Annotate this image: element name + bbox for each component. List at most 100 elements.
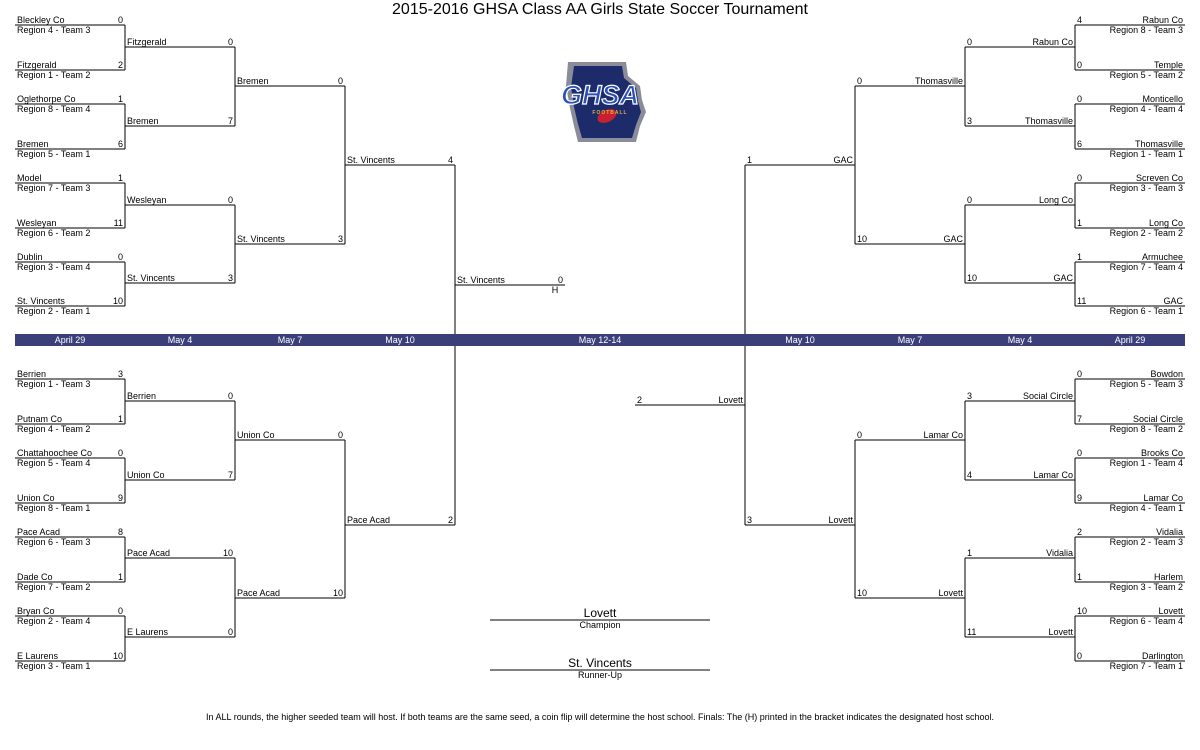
team-name: Berrien [17,369,46,379]
host-marker: H [552,285,559,295]
round-date: May 10 [385,335,415,345]
team-name: Thomasville [1025,116,1073,126]
team-name: Wesleyan [17,218,56,228]
team-score: 11 [114,218,123,228]
team-name: Bowdon [1150,369,1183,379]
team-seed: Region 6 - Team 3 [17,537,90,547]
team-name: Rabun Co [1032,37,1073,47]
team-seed: Region 5 - Team 3 [1110,379,1183,389]
footnote: In ALL rounds, the higher seeded team wi… [206,712,994,722]
team-score: 7 [228,470,233,480]
team-name: Monticello [1142,94,1183,104]
team-name: Darlington [1142,651,1183,661]
football-icon [597,109,617,123]
team-seed: Region 2 - Team 3 [1110,537,1183,547]
team-seed: Region 2 - Team 4 [17,616,90,626]
team-name: Social Circle [1133,414,1183,424]
team-name: Union Co [127,470,165,480]
ghsa-logo: GHSA FOOTBALL [528,56,672,146]
team-seed: Region 3 - Team 1 [17,661,90,671]
team-score: 0 [1077,60,1082,70]
team-seed: Region 4 - Team 4 [1110,104,1183,114]
team-seed: Region 4 - Team 1 [1110,503,1183,513]
team-name: Lovett [1048,627,1073,637]
team-name: Harlem [1154,572,1183,582]
team-score: 4 [967,470,972,480]
champion-label: Champion [579,620,620,630]
team-seed: Region 7 - Team 4 [1110,262,1183,272]
round-date: May 7 [278,335,303,345]
team-score: 0 [967,195,972,205]
team-name: Fitzgerald [17,60,57,70]
team-name: Social Circle [1023,391,1073,401]
team-seed: Region 1 - Team 1 [1110,149,1183,159]
team-score: 9 [1077,493,1082,503]
team-name: Brooks Co [1141,448,1183,458]
team-seed: Region 1 - Team 2 [17,70,90,80]
team-name: GAC [943,234,963,244]
round-date-bar [15,334,1185,346]
team-name: Rabun Co [1142,15,1183,25]
team-seed: Region 3 - Team 2 [1110,582,1183,592]
team-name: Vidalia [1156,527,1183,537]
team-name: Bryan Co [17,606,55,616]
round-date: May 7 [898,335,923,345]
team-name: Berrien [127,391,156,401]
team-score: 0 [1077,173,1082,183]
team-score: 1 [118,572,123,582]
team-score: 10 [967,273,977,283]
team-seed: Region 3 - Team 3 [1110,183,1183,193]
team-score: 8 [118,527,123,537]
team-score: 3 [338,234,343,244]
runner-up-name: St. Vincents [568,656,632,670]
team-score: 1 [1077,252,1082,262]
team-name: E Laurens [127,627,169,637]
team-score: 4 [448,155,453,165]
finalist-score: 0 [558,275,563,285]
team-score: 1 [967,548,972,558]
team-score: 0 [857,76,862,86]
team-score: 0 [228,37,233,47]
team-seed: Region 5 - Team 2 [1110,70,1183,80]
team-score: 1 [1077,218,1082,228]
team-score: 10 [1077,606,1087,616]
team-seed: Region 8 - Team 4 [17,104,90,114]
team-seed: Region 5 - Team 4 [17,458,90,468]
team-seed: Region 7 - Team 2 [17,582,90,592]
finalist-name: Lovett [718,395,743,405]
team-score: 0 [967,37,972,47]
team-name: GAC [1163,296,1183,306]
team-score: 10 [333,588,343,598]
team-name: Armuchee [1142,252,1183,262]
team-name: Model [17,173,42,183]
team-score: 1 [747,155,752,165]
team-seed: Region 4 - Team 2 [17,424,90,434]
team-name: St. Vincents [17,296,65,306]
team-name: Bremen [17,139,49,149]
round-date: May 10 [785,335,815,345]
team-name: E Laurens [17,651,59,661]
round-date: May 4 [1008,335,1033,345]
team-name: Pace Acad [237,588,280,598]
team-score: 0 [118,15,123,25]
team-score: 1 [118,173,123,183]
champion-name: Lovett [584,606,617,620]
team-name: Oglethorpe Co [17,94,76,104]
team-score: 10 [857,234,867,244]
logo-text: GHSA [561,80,639,110]
team-name: Lamar Co [1033,470,1073,480]
team-name: Lovett [828,515,853,525]
team-score: 6 [118,139,123,149]
team-score: 7 [228,116,233,126]
team-score: 0 [1077,651,1082,661]
team-seed: Region 2 - Team 1 [17,306,90,316]
team-score: 10 [113,651,123,661]
team-score: 1 [118,414,123,424]
team-name: Long Co [1039,195,1073,205]
team-score: 3 [747,515,752,525]
team-score: 0 [857,430,862,440]
team-score: 10 [223,548,233,558]
team-name: Pace Acad [17,527,60,537]
team-name: Dublin [17,252,43,262]
